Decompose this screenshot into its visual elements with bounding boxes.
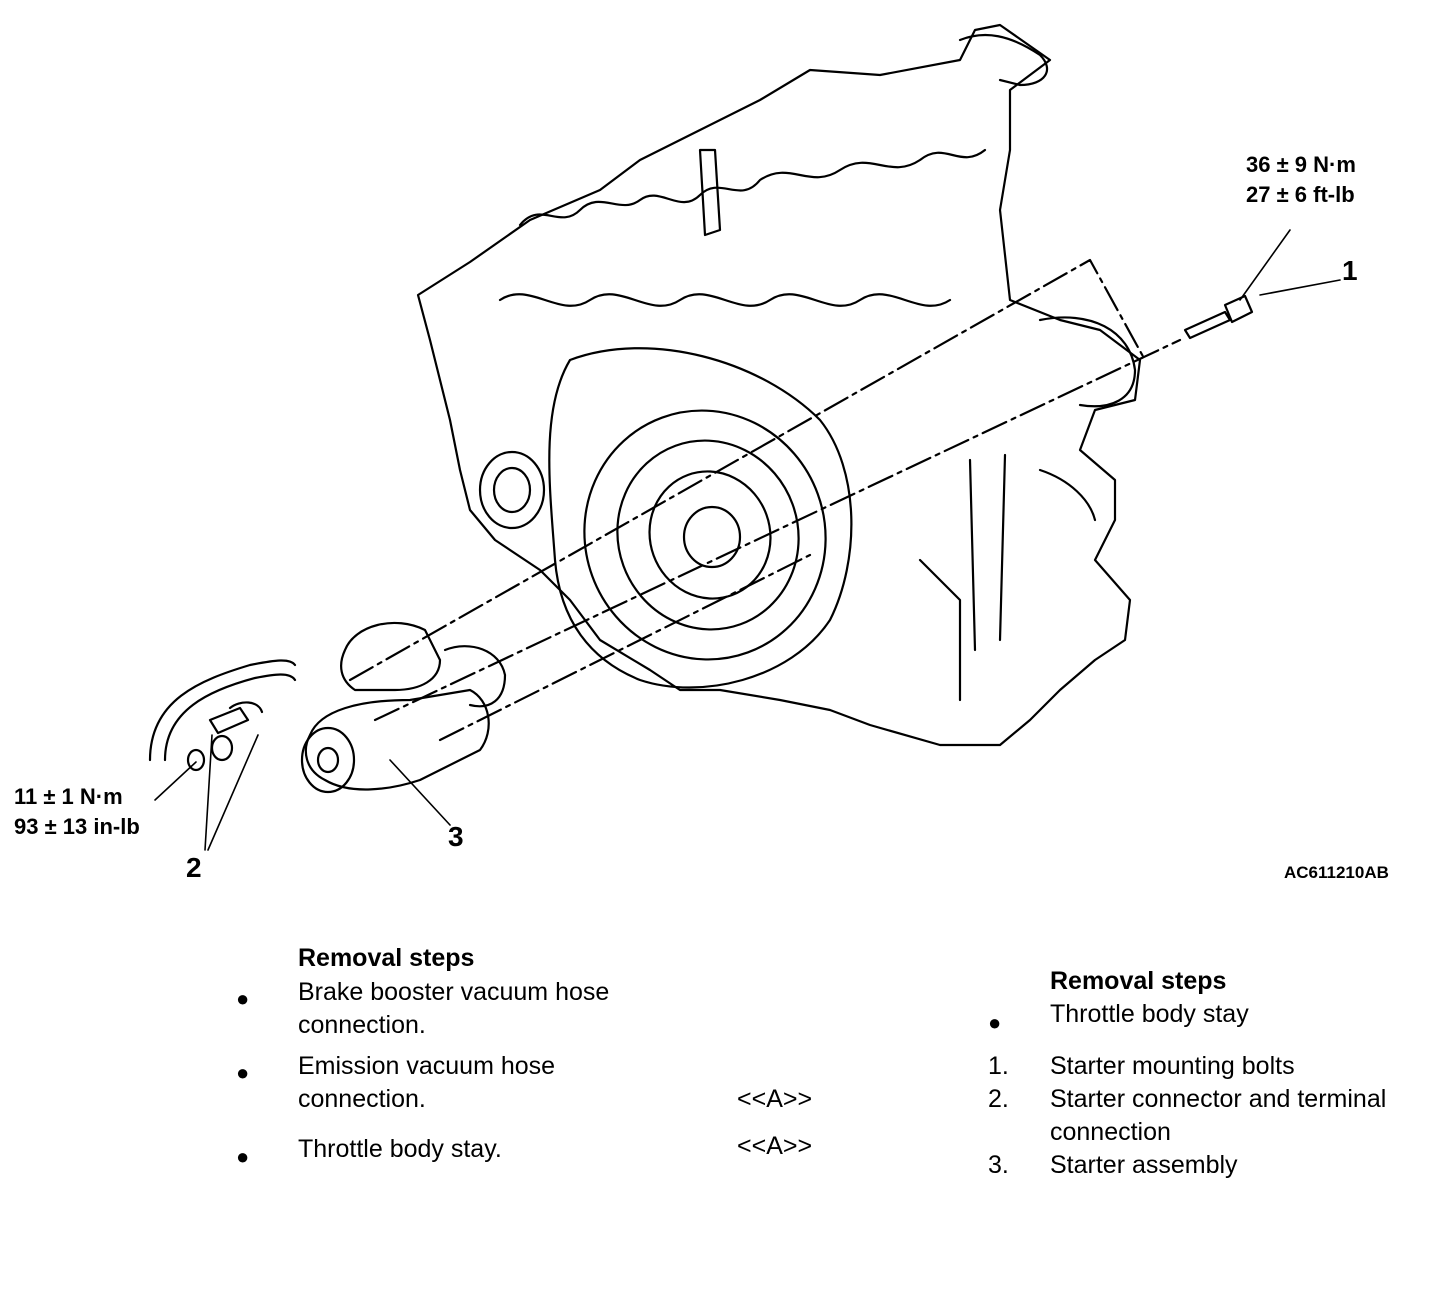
top-bracket <box>958 33 1049 87</box>
alignment-line-upper <box>348 258 1147 682</box>
left-boss-inner <box>492 466 532 514</box>
upper-housing-detail <box>518 148 987 227</box>
left-step-2-ref: <<A>> <box>737 1085 813 1113</box>
right-step-3-text-2: connection <box>1050 1118 1171 1146</box>
torque-label-left: 11 ± 1 N·m 93 ± 13 in-lb <box>14 782 140 842</box>
leader-line-2a <box>204 734 213 851</box>
right-step-2-marker: 1. <box>988 1052 1009 1080</box>
left-step-1-bullet: ● <box>236 986 250 1011</box>
leader-line-1 <box>1259 279 1341 296</box>
callout-3: 3 <box>448 821 464 852</box>
right-step-3-marker: 2. <box>988 1085 1009 1113</box>
torque-top-line-2: 27 ± 6 ft-lb <box>1246 182 1355 207</box>
alignment-line-mid <box>438 553 812 742</box>
torque-left-line-2: 93 ± 13 in-lb <box>14 814 140 839</box>
leader-line-torque-left <box>154 761 197 801</box>
top-pipe <box>698 148 722 237</box>
right-boss <box>1038 316 1137 408</box>
converter-ring-mid <box>616 439 800 631</box>
callout-1: 1 <box>1342 255 1358 286</box>
left-step-1-line-1: Brake booster vacuum hose <box>298 978 610 1006</box>
right-step-3-text: Starter connector and terminal <box>1050 1085 1387 1113</box>
terminal-nut-2 <box>186 748 206 772</box>
left-step-3-line-1: Throttle body stay. <box>298 1135 502 1163</box>
left-step-1-line-2: connection. <box>298 1011 426 1039</box>
starter-end-cap <box>300 726 356 794</box>
converter-ring-outer <box>583 409 827 661</box>
upper-housing-detail-2 <box>498 293 952 307</box>
left-steps-heading: Removal steps <box>298 944 475 972</box>
bell-housing <box>548 347 853 689</box>
figure-code-main: AC611210 <box>1284 863 1365 882</box>
left-step-2-bullet: ● <box>236 1060 250 1085</box>
right-housing-detail <box>918 453 1097 702</box>
starter-solenoid <box>340 621 442 692</box>
alignment-line-lower <box>373 338 1182 722</box>
terminal-nut <box>210 734 234 762</box>
starter-removal-diagram <box>148 23 1341 851</box>
left-boss <box>478 450 546 530</box>
right-step-2-text: Starter mounting bolts <box>1050 1052 1295 1080</box>
starter-body <box>304 688 490 791</box>
leader-line-torque-top <box>1239 229 1291 301</box>
leader-line-3 <box>389 759 451 826</box>
right-step-4-marker: 3. <box>988 1151 1009 1179</box>
leader-line-2b <box>207 734 259 851</box>
wiring-harness-2 <box>163 673 297 762</box>
transaxle-outline <box>416 23 1142 747</box>
converter-hub <box>682 505 742 569</box>
left-step-2-line-2: connection. <box>298 1085 426 1113</box>
torque-top-line-1: 36 ± 9 N·m <box>1246 152 1356 177</box>
right-steps-heading: Removal steps <box>1050 967 1227 995</box>
left-step-3-bullet: ● <box>236 1144 250 1169</box>
right-step-4-text: Starter assembly <box>1050 1151 1238 1179</box>
wiring-harness <box>148 659 297 762</box>
torque-left-line-1: 11 ± 1 N·m <box>14 784 123 809</box>
right-step-1-marker: ● <box>988 1010 1002 1035</box>
torque-label-top: 36 ± 9 N·m 27 ± 6 ft-lb <box>1246 150 1356 210</box>
right-step-1-text: Throttle body stay <box>1050 1000 1249 1028</box>
callout-2: 2 <box>186 852 202 883</box>
starter-pinion <box>443 645 507 708</box>
starter-end-hub <box>316 746 340 774</box>
left-step-2-line-1: Emission vacuum hose <box>298 1052 556 1080</box>
terminal-connector <box>208 701 264 735</box>
mounting-bolt <box>1183 294 1254 340</box>
figure-code-suffix: AB <box>1364 863 1389 882</box>
figure-code: AC611210AB <box>1284 858 1389 888</box>
left-step-3-ref: <<A>> <box>737 1132 813 1160</box>
